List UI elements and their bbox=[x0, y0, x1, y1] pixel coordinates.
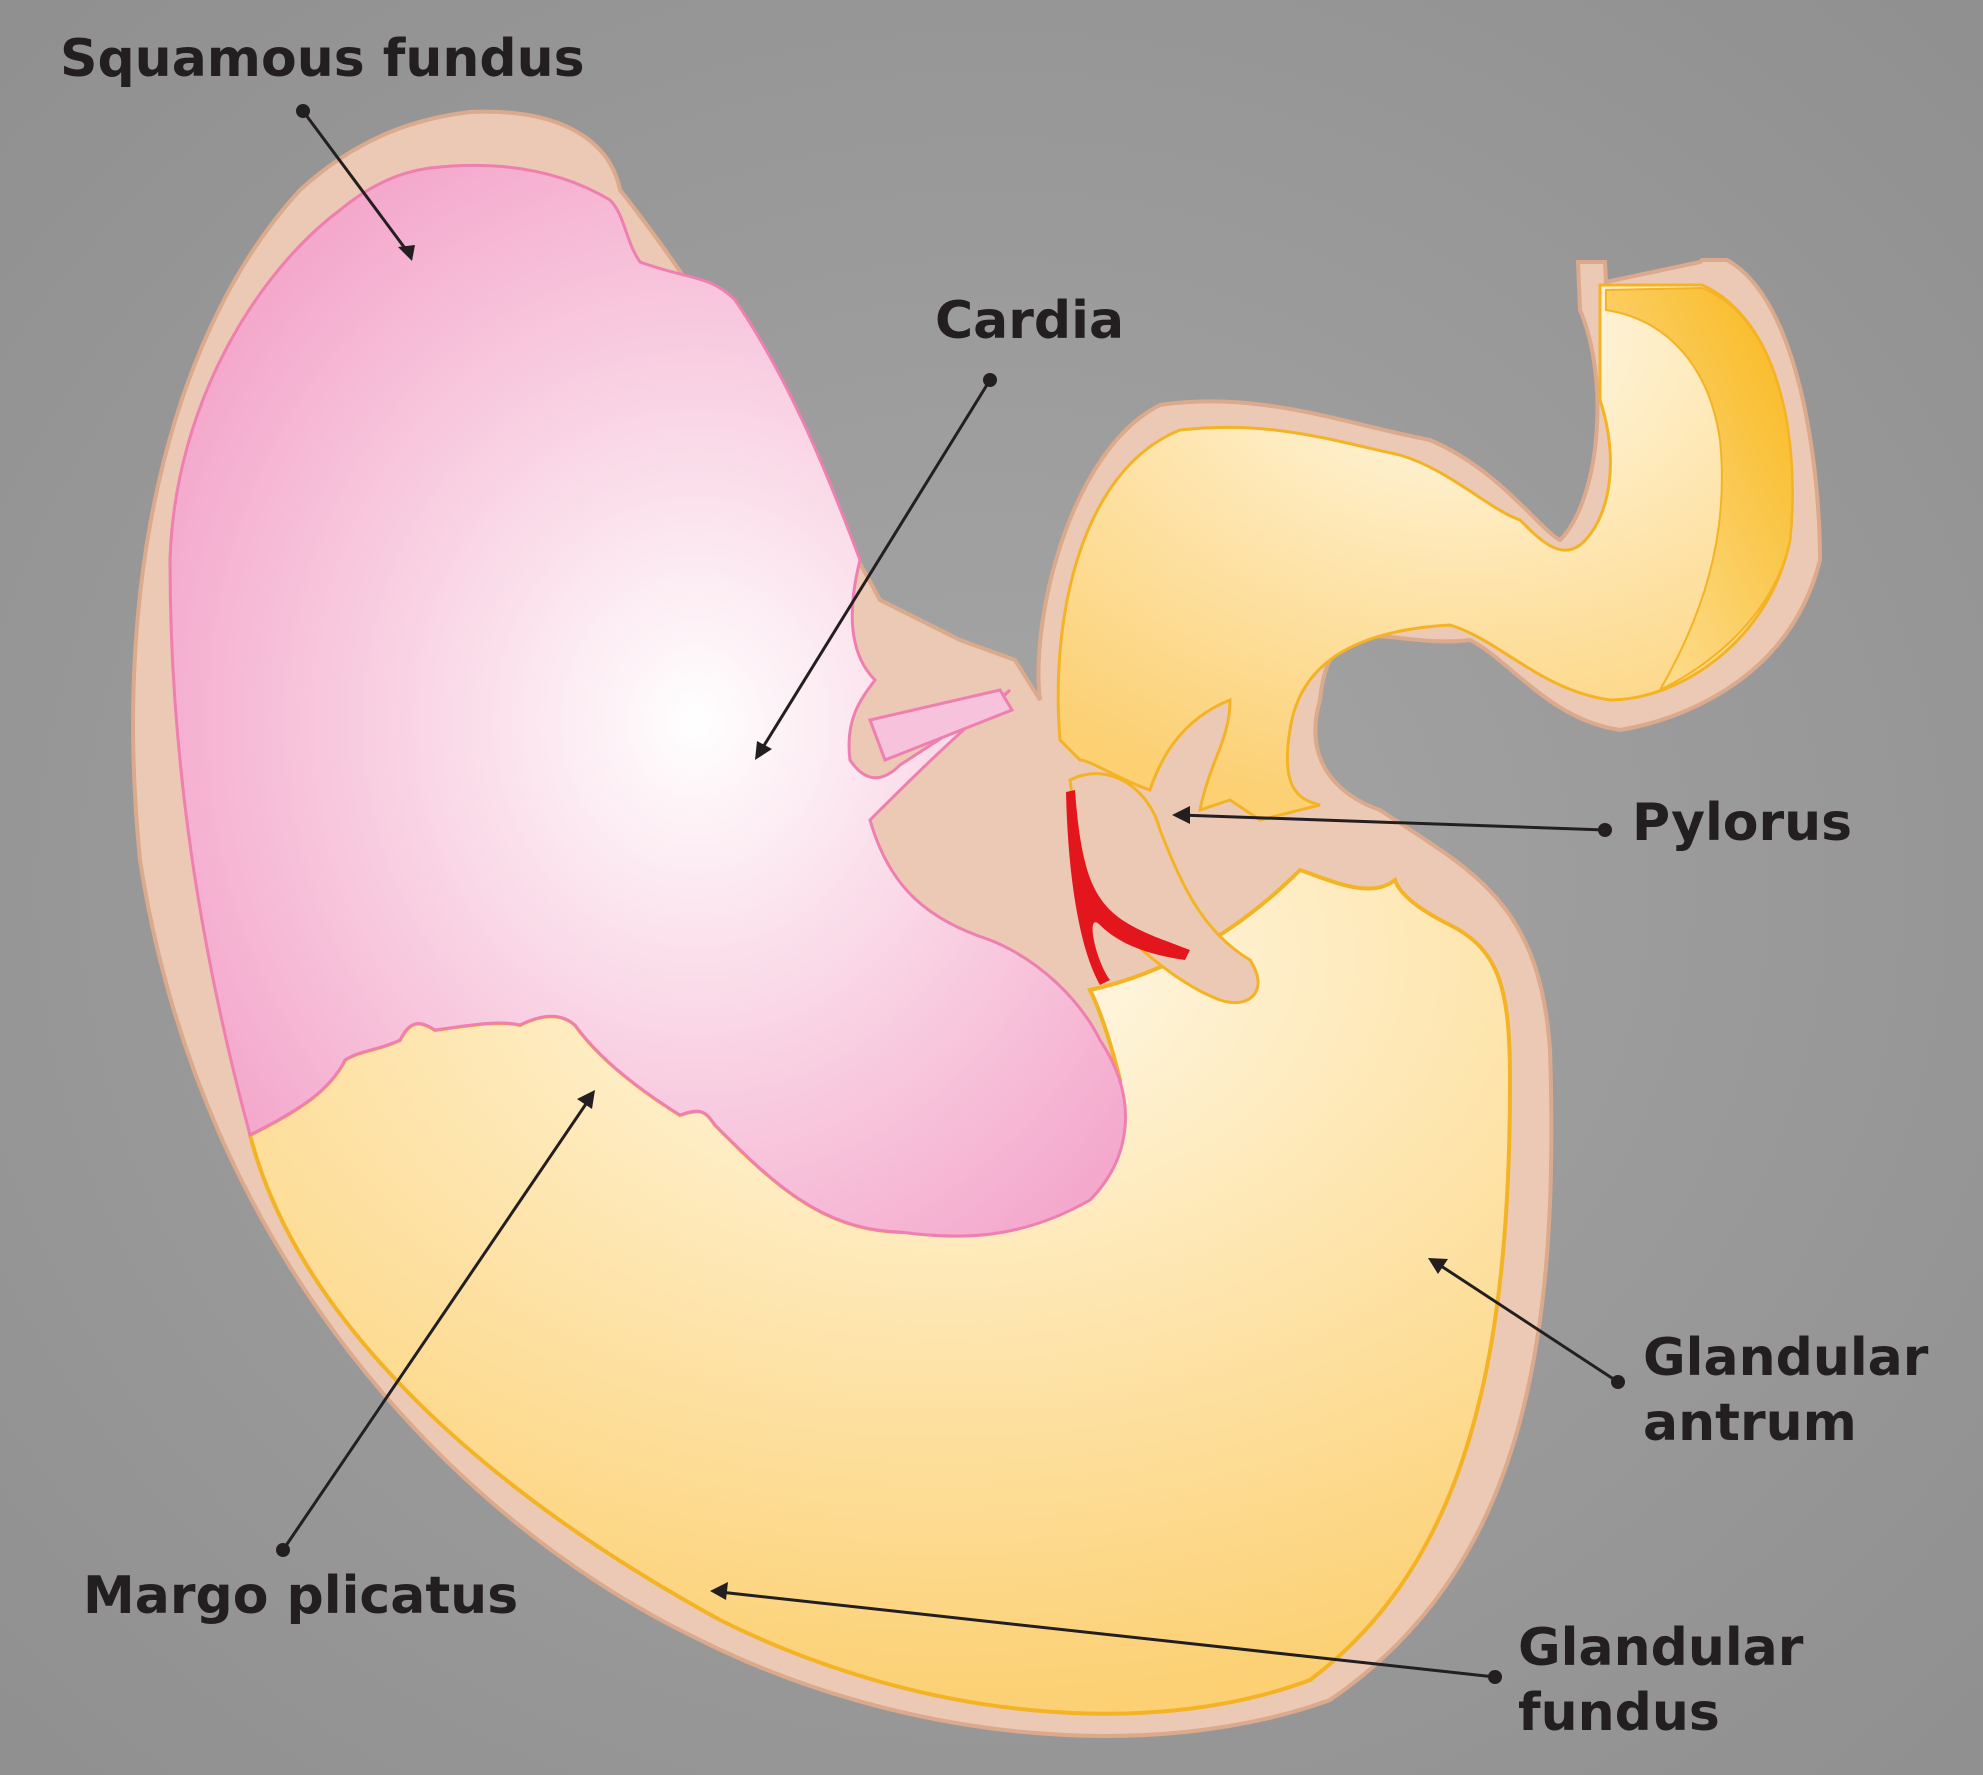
glandular-antrum-dot bbox=[1611, 1375, 1625, 1389]
margo-plicatus-dot bbox=[276, 1543, 290, 1557]
label-squamous-fundus: Squamous fundus bbox=[60, 29, 585, 89]
squamous-fundus-dot bbox=[296, 104, 310, 118]
cardia-dot bbox=[983, 373, 997, 387]
label-glandular-fundus-line2: fundus bbox=[1518, 1683, 1720, 1743]
label-glandular-antrum-line1: Glandular bbox=[1643, 1328, 1929, 1388]
label-cardia: Cardia bbox=[935, 291, 1124, 351]
glandular-fundus-dot bbox=[1488, 1670, 1502, 1684]
label-glandular-antrum-line2: antrum bbox=[1643, 1393, 1857, 1453]
label-glandular-fundus-line1: Glandular bbox=[1518, 1618, 1804, 1678]
label-margo-plicatus: Margo plicatus bbox=[83, 1566, 518, 1626]
label-pylorus: Pylorus bbox=[1632, 793, 1852, 853]
pylorus-dot bbox=[1598, 823, 1612, 837]
